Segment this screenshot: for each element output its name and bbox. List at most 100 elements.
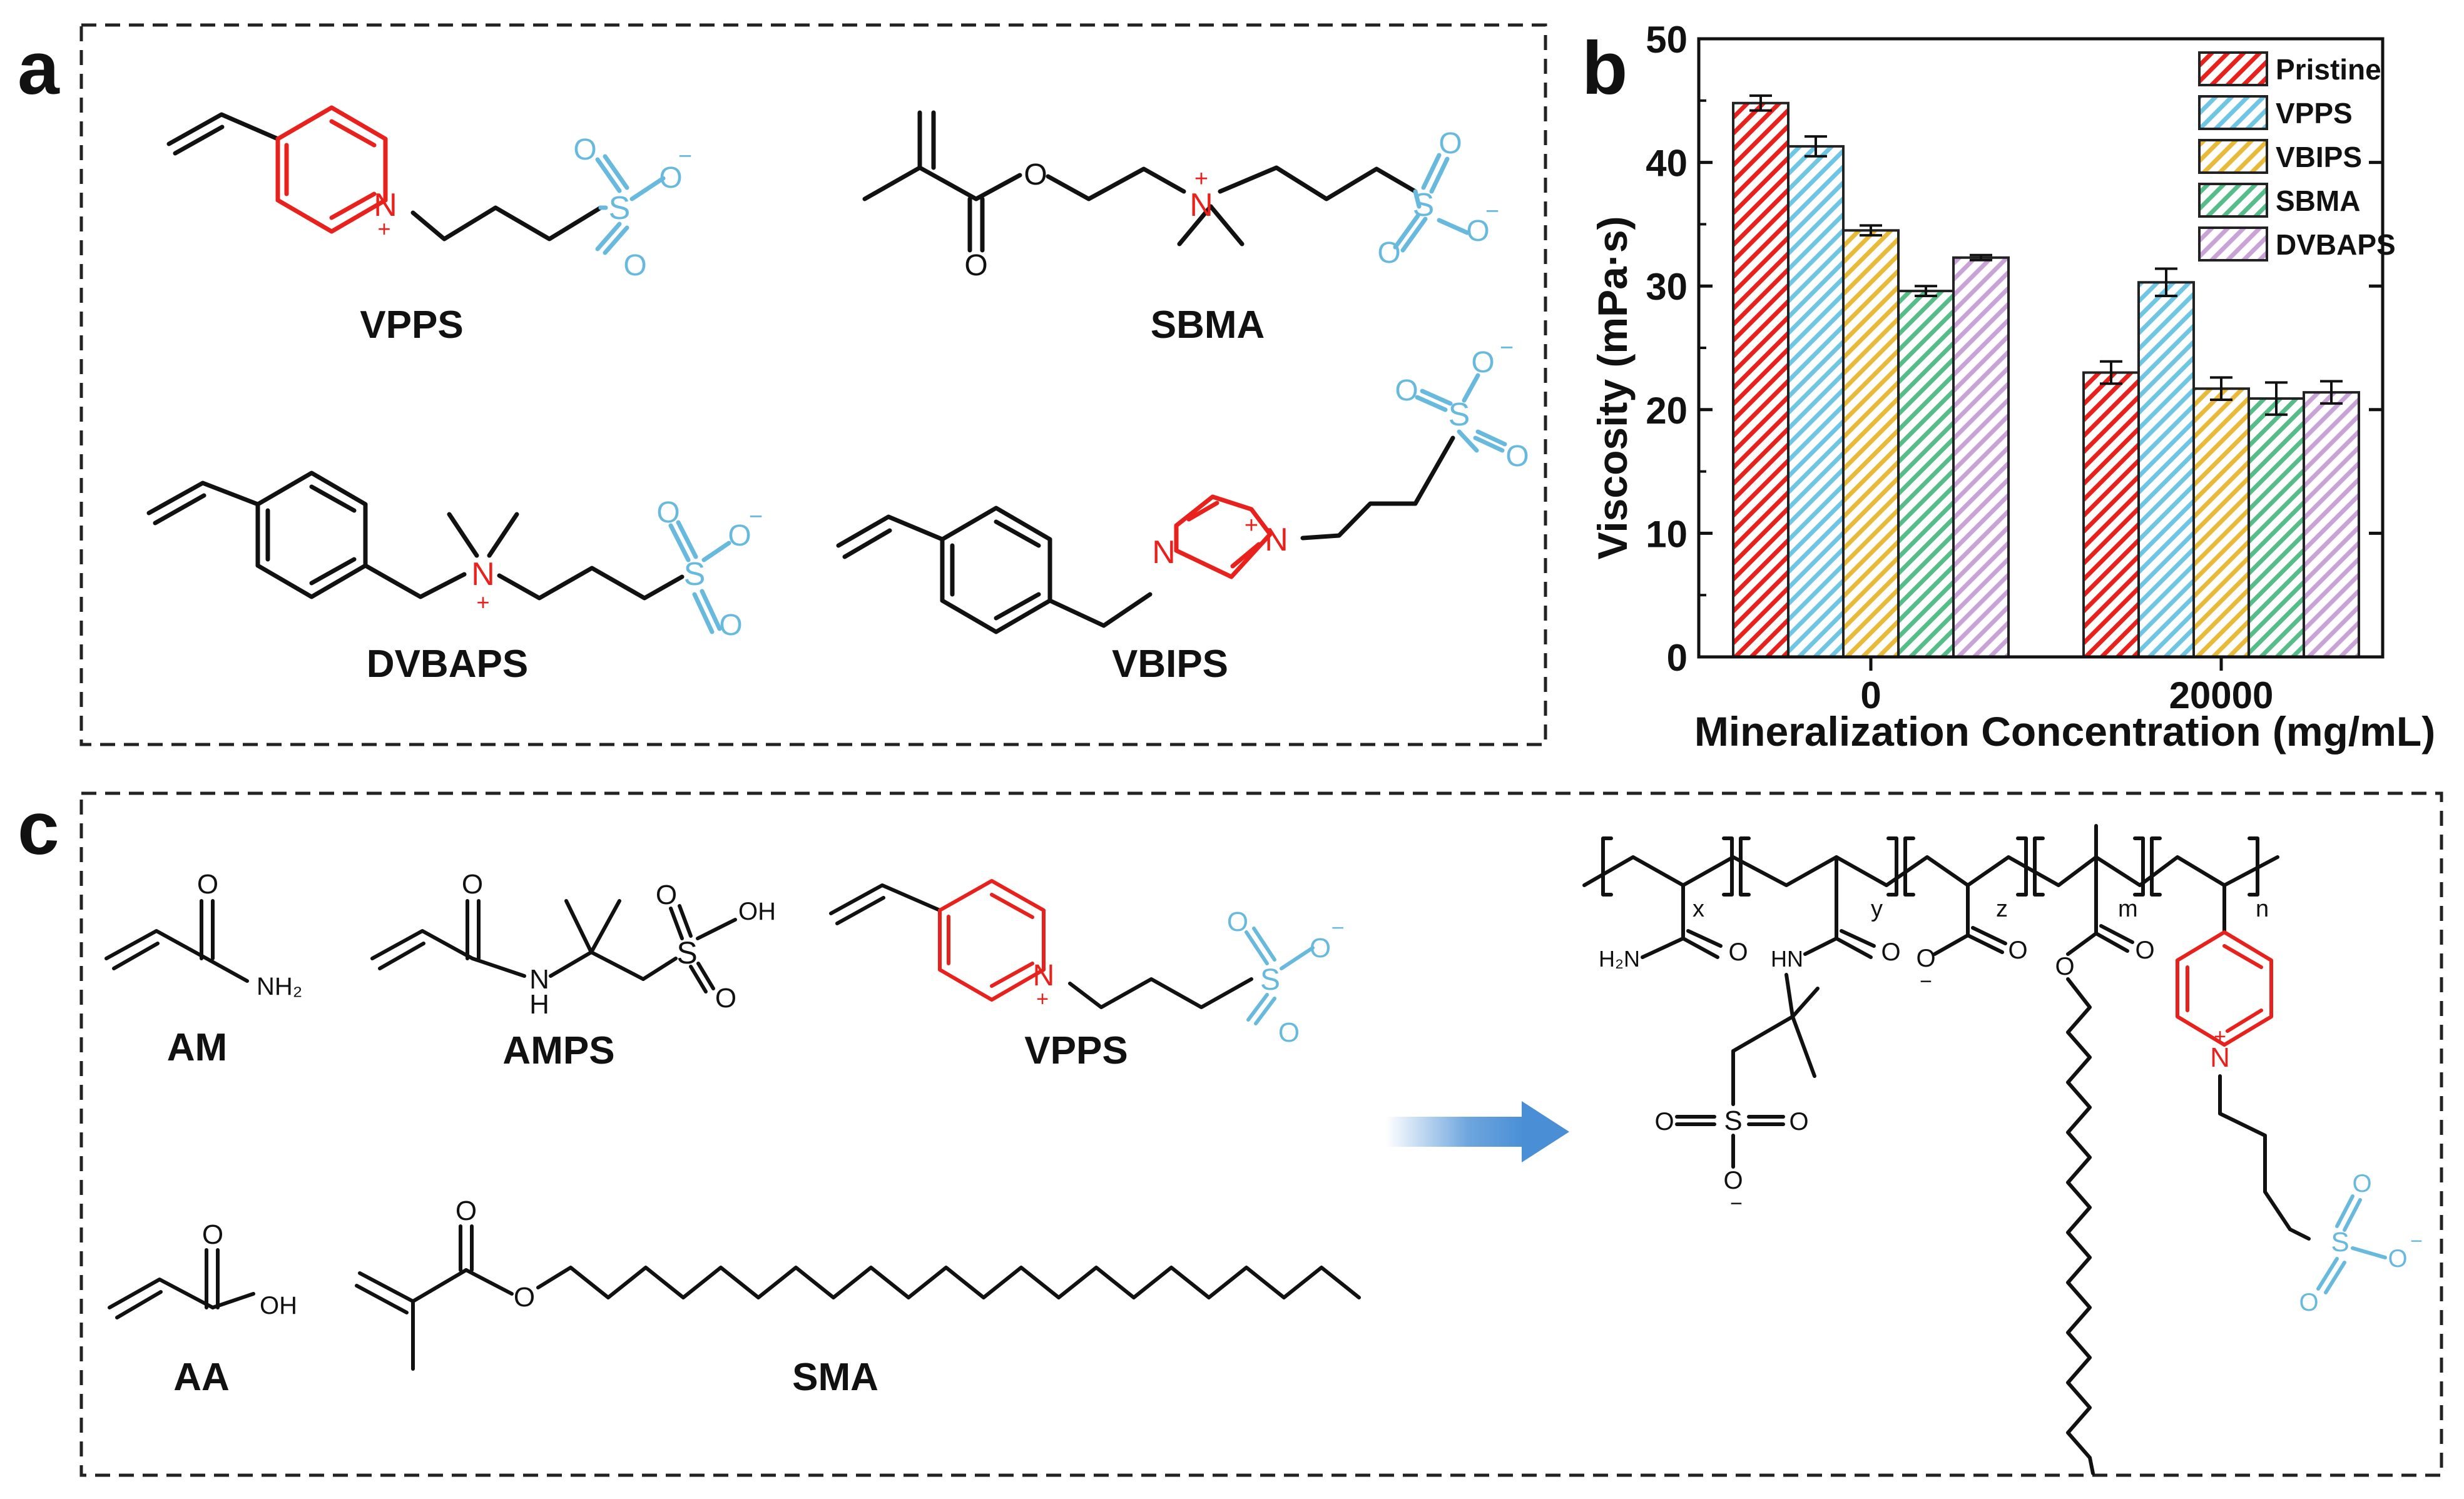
dvbaps-o-atom-3: O: [719, 609, 742, 642]
legend-label-vpps: VPPS: [2276, 97, 2353, 130]
legend-swatch-dvbaps: [2198, 226, 2268, 262]
dvbaps-o-atom-1: O: [656, 496, 680, 529]
polymer-subscript-x: x: [1693, 896, 1704, 922]
dvbaps-s-atom: S: [684, 556, 706, 592]
dvbaps-n-atom: N: [471, 556, 495, 592]
vpps-a-o-atom-2: O: [623, 249, 646, 282]
vpps-c-o-atom-2: O: [1278, 1017, 1300, 1048]
polymer-charge-plus: +: [2214, 1025, 2226, 1049]
panel-c-frame: [79, 791, 2443, 1477]
error-bar-sbma-0: [1915, 285, 1937, 298]
vpps-c-o-atom-1: O: [1227, 907, 1248, 937]
vpps-c-o-atom-3: O: [1310, 933, 1331, 963]
y-tick-label: 30: [1646, 266, 1688, 308]
reaction-arrow: [1386, 1101, 1569, 1162]
legend-swatch-sbma: [2198, 183, 2268, 218]
legend-swatch-pristine: [2198, 51, 2268, 86]
vpps-a-o-atom-1: O: [573, 133, 596, 166]
am-o-atom: O: [197, 869, 218, 900]
error-bar-vbips-0: [1860, 224, 1882, 237]
panel-label-c: c: [18, 786, 59, 870]
aa-name: AA: [173, 1356, 230, 1399]
polymer-s-atom-amps: S: [1724, 1105, 1742, 1136]
sma-o-atom-ester: O: [514, 1282, 535, 1313]
bar-sbma-0: [1897, 290, 1955, 658]
vpps-c-charge-plus: +: [1036, 987, 1049, 1011]
bar-pristine-20000: [2082, 371, 2140, 659]
legend-label-sbma: SBMA: [2276, 185, 2360, 217]
y-tick-label: 20: [1646, 390, 1688, 432]
x-tick-label: 20000: [2169, 674, 2274, 716]
amps-oh-group: OH: [738, 898, 776, 925]
bar-vpps-0: [1787, 145, 1845, 659]
polymer-o-atom-sulfonate-3: O: [1723, 1167, 1743, 1194]
polymer-o-atom-aa: O: [1916, 945, 1935, 972]
error-bar-vpps-20000: [2155, 267, 2177, 298]
vpps-a-name: VPPS: [360, 303, 463, 347]
vbips-charge-minus: −: [1500, 335, 1514, 361]
vpps-a-charge-minus: −: [678, 143, 692, 170]
vbips-o-atom-1: O: [1395, 374, 1418, 407]
chart-x-axis-title: Mineralization Concentration (mg/mL): [1694, 708, 2435, 755]
dvbaps-o-atom-2: O: [728, 519, 751, 552]
error-bar-vbips-20000: [2210, 376, 2232, 401]
polymer-o-atom-sulfonate-2: O: [1789, 1108, 1808, 1136]
polymer-o-atom-am: O: [1728, 938, 1748, 966]
polymer-o-atom-sma-carbonyl: O: [2135, 937, 2154, 964]
vbips-name: VBIPS: [1112, 643, 1228, 686]
dvbaps-charge-minus: −: [749, 504, 763, 530]
sbma-charge-plus: +: [1194, 166, 1208, 192]
sbma-s-atom: S: [1413, 187, 1435, 223]
legend-swatch-vpps: [2198, 95, 2268, 130]
aa-oh-group: OH: [260, 1292, 297, 1319]
bar-vbips-0: [1842, 229, 1900, 658]
amps-o-atom-carbonyl: O: [462, 869, 483, 900]
chart-y-axis-title: Viscosity (mPa·s): [1589, 216, 1636, 559]
vbips-charge-plus: +: [1245, 512, 1258, 539]
polymer-charge-minus-aa: −: [1920, 970, 1932, 993]
am-structure: O NH₂ AM: [104, 869, 302, 1069]
polymer-o-atom-vpps-2: O: [2299, 1289, 2318, 1316]
sma-name: SMA: [792, 1356, 878, 1399]
vbips-s-atom: S: [1448, 397, 1470, 433]
panel-label-b: b: [1582, 26, 1627, 110]
polymer-o-atom-vpps-1: O: [2352, 1170, 2371, 1197]
sbma-n-atom: N: [1189, 187, 1213, 223]
polymer-h2n-group: H₂N: [1599, 946, 1640, 972]
vbips-n-atom-1: N: [1152, 534, 1176, 571]
dvbaps-charge-plus: +: [476, 589, 489, 615]
bar-sbma-20000: [2248, 397, 2305, 658]
bar-dvbaps-0: [1952, 256, 2010, 658]
amps-s-atom: S: [676, 935, 697, 970]
y-tick-label: 50: [1646, 19, 1688, 61]
polymer-subscript-m: m: [2118, 896, 2138, 922]
error-bar-dvbaps-0: [1970, 253, 1992, 262]
polymer-hn-group: HN: [1771, 946, 1803, 972]
error-bar-pristine-0: [1749, 94, 1772, 112]
dvbaps-structure: N + S O O O − DVBAPS: [146, 470, 763, 686]
sma-o-atom-carbonyl: O: [456, 1196, 477, 1226]
panel-a: N + S O O O − VPPS: [146, 105, 1529, 686]
polymer-s-atom-vpps: S: [2331, 1227, 2349, 1258]
vpps-structure-c: N + S O O O − VPPS: [829, 879, 1345, 1072]
polymer-n-atom-pyridinium: N: [2210, 1042, 2230, 1073]
x-tick-label: 0: [1860, 674, 1881, 716]
am-name: AM: [167, 1026, 227, 1069]
sbma-o-atom-1: O: [1438, 127, 1462, 160]
vpps-a-s-atom: S: [609, 190, 631, 226]
polymer-o-atom-sulfonate-1: O: [1654, 1108, 1674, 1136]
vbips-o-atom-3: O: [1505, 440, 1529, 473]
sbma-o-atom-carbonyl: O: [964, 249, 987, 282]
polymer-subscript-n: n: [2256, 896, 2269, 922]
dvbaps-name: DVBAPS: [367, 643, 528, 686]
vpps-a-o-atom-3: O: [659, 161, 682, 195]
sma-structure: O O SMA: [355, 1196, 1361, 1399]
polymer-subscript-y: y: [1871, 896, 1883, 922]
vpps-c-charge-minus: −: [1331, 915, 1344, 940]
polymer-charge-minus-amps: −: [1730, 1192, 1743, 1216]
amps-h-atom: H: [529, 989, 549, 1020]
vpps-a-charge-plus: +: [377, 216, 390, 241]
error-bar-dvbaps-20000: [2320, 380, 2343, 405]
